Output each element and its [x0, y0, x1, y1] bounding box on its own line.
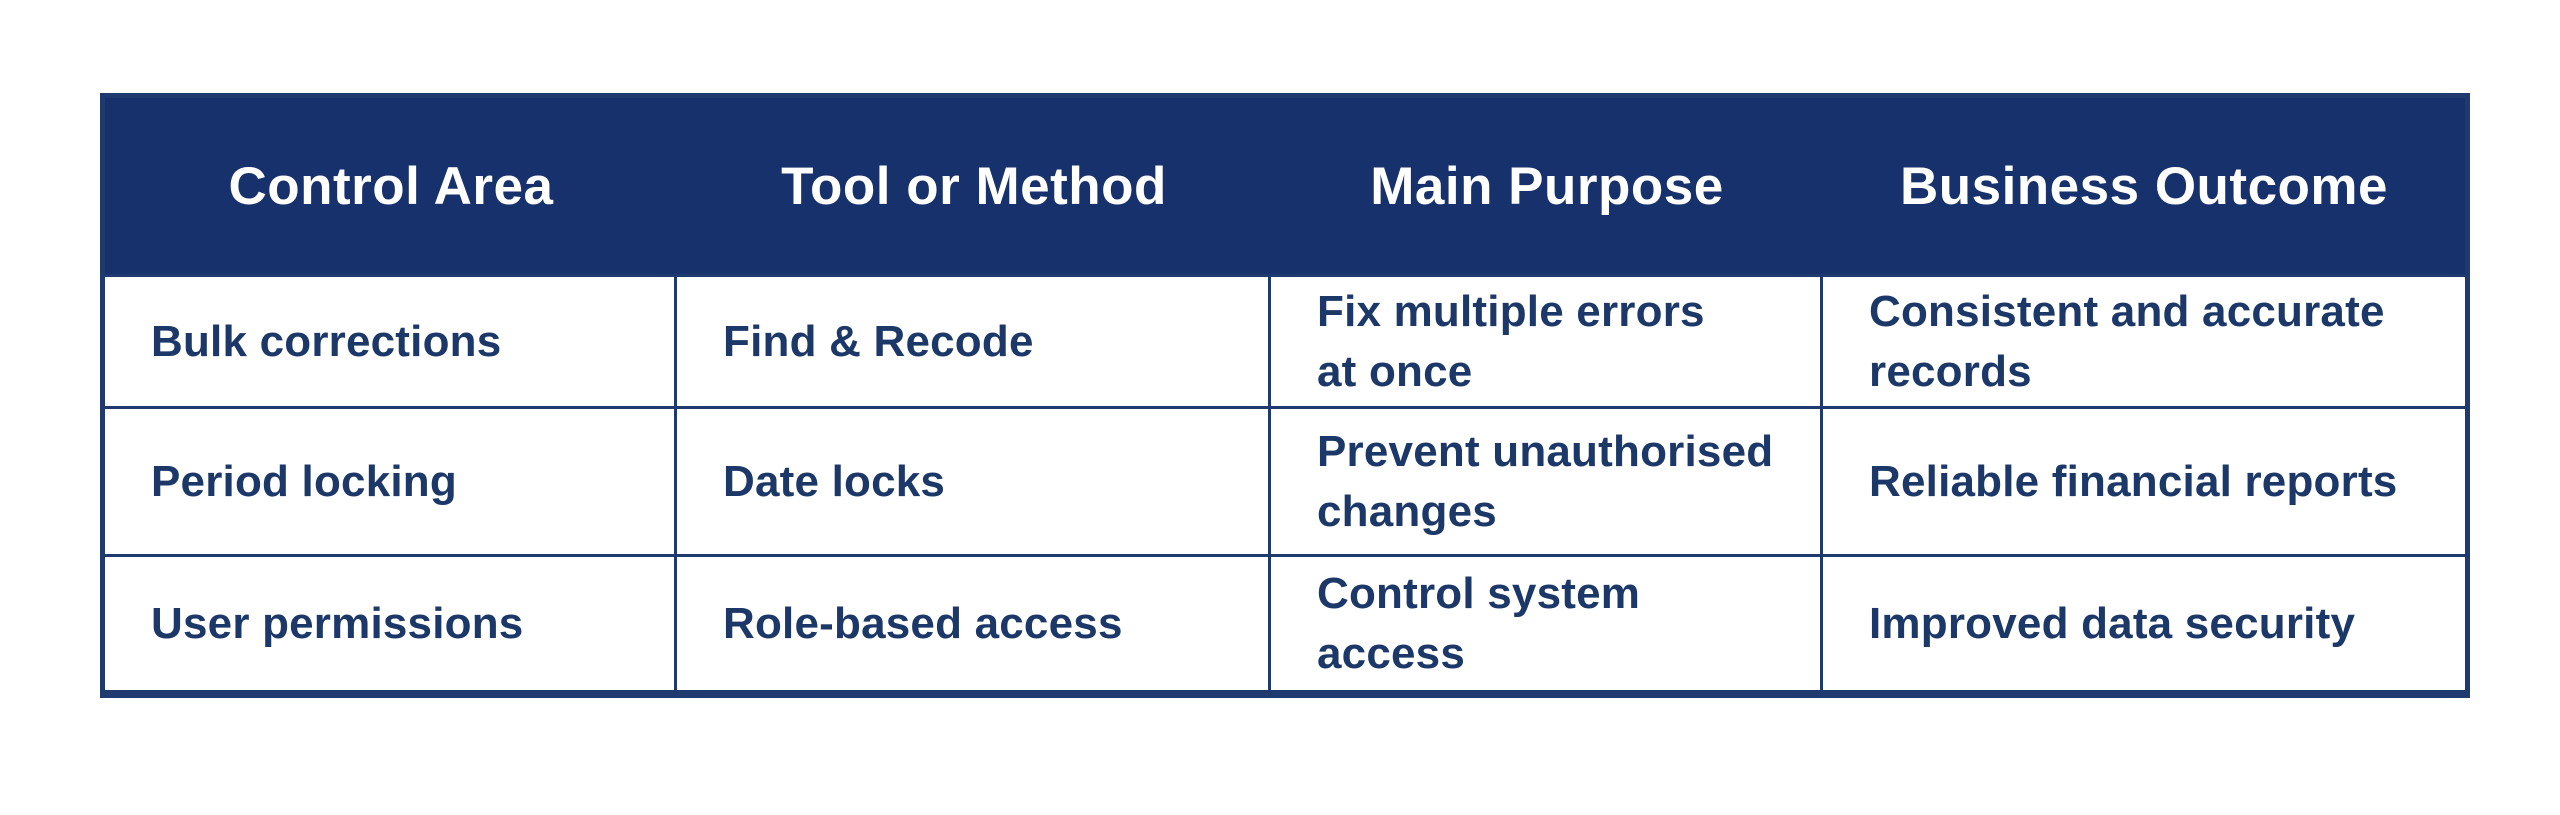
- cell-control-area-period-locking: Period locking: [105, 406, 677, 554]
- cell-control-area-bulk-corrections: Bulk corrections: [105, 274, 677, 406]
- cell-purpose-fix-multiple-errors: Fix multiple errors at once: [1271, 274, 1823, 406]
- cell-tool-date-locks: Date locks: [677, 406, 1271, 554]
- cell-purpose-prevent-unauthorised-changes: Prevent unauthorised changes: [1271, 406, 1823, 554]
- controls-table: Control Area Tool or Method Main Purpose…: [100, 93, 2470, 698]
- cell-control-area-user-permissions: User permissions: [105, 554, 677, 690]
- cell-outcome-improved-data-security: Improved data security: [1823, 554, 2465, 690]
- column-header-business-outcome: Business Outcome: [1823, 98, 2465, 274]
- cell-tool-find-and-recode: Find & Recode: [677, 274, 1271, 406]
- cell-tool-role-based-access: Role-based access: [677, 554, 1271, 690]
- cell-outcome-consistent-records: Consistent and accurate records: [1823, 274, 2465, 406]
- cell-outcome-reliable-financial-reports: Reliable financial reports: [1823, 406, 2465, 554]
- column-header-control-area: Control Area: [105, 98, 677, 274]
- column-header-tool-or-method: Tool or Method: [677, 98, 1271, 274]
- column-header-main-purpose: Main Purpose: [1271, 98, 1823, 274]
- cell-purpose-control-system-access: Control system access: [1271, 554, 1823, 690]
